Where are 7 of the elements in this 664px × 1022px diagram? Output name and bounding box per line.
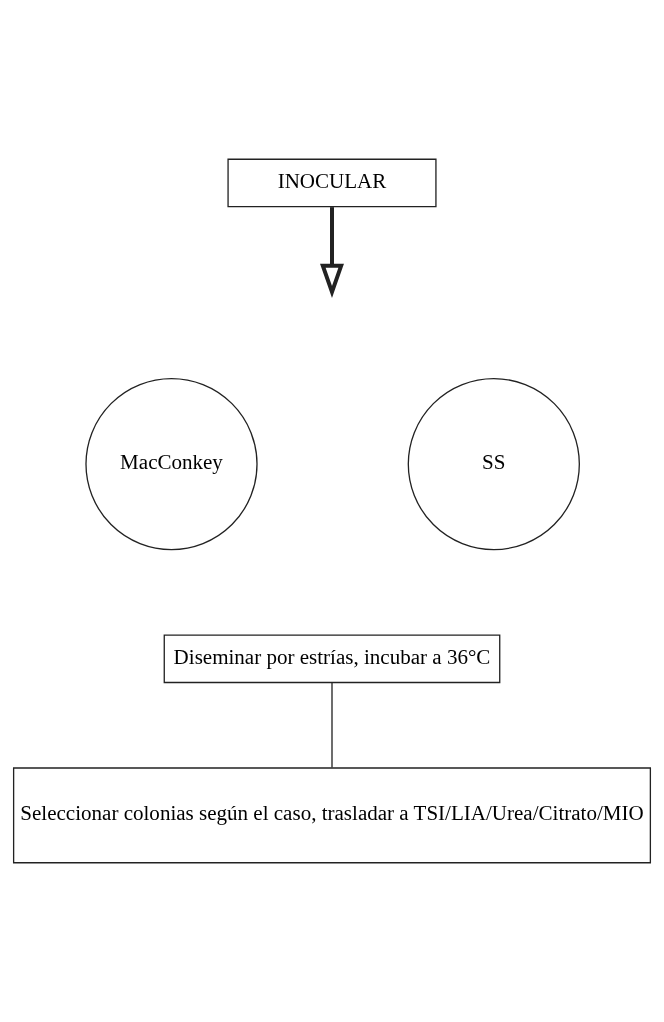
connector — [331, 681, 333, 769]
node-circle: SS — [407, 377, 580, 551]
arrow — [320, 207, 344, 298]
node-box: INOCULAR — [227, 158, 437, 208]
node-circle: MacConkey — [85, 377, 258, 551]
node-box: Seleccionar colonias según el caso, trasladar a TSI/LIA/Urea/Citrato/MIO — [12, 767, 652, 864]
node-box: Diseminar por estrías, incubar a 36°C — [163, 634, 501, 684]
